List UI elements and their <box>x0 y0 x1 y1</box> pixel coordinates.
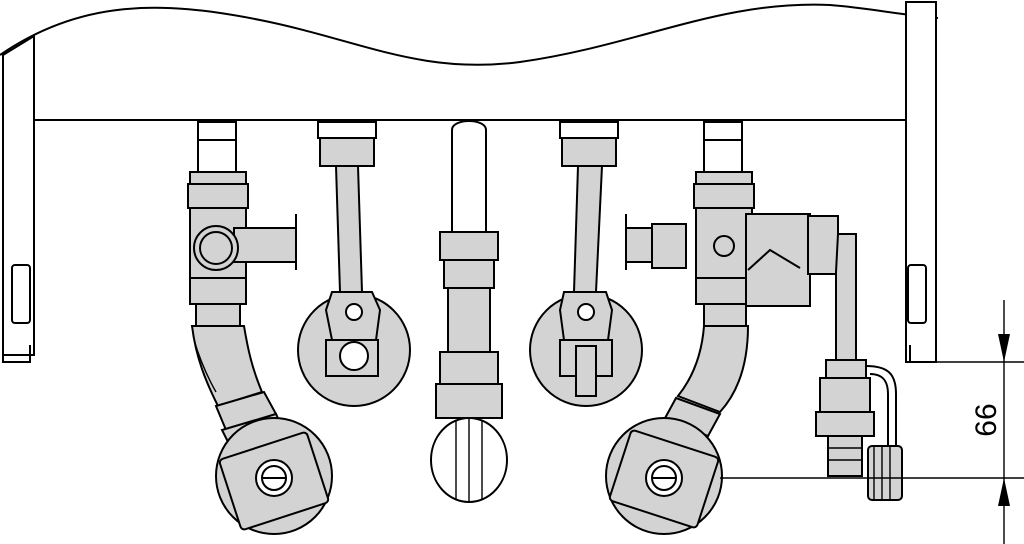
dimension-66: 66 <box>720 300 1024 544</box>
boiler-casing <box>0 1 939 363</box>
dimension-label: 66 <box>970 403 1003 436</box>
left-water-pipe <box>297 121 411 407</box>
left-bracket-slot <box>11 264 31 324</box>
right-bracket-slot <box>907 264 927 324</box>
right-angle-valve <box>605 121 755 535</box>
left-angle-valve <box>187 121 333 535</box>
right-water-pipe <box>529 121 643 407</box>
safety-valve <box>745 213 897 477</box>
drain-cock <box>867 445 903 501</box>
center-sensor <box>430 120 508 503</box>
